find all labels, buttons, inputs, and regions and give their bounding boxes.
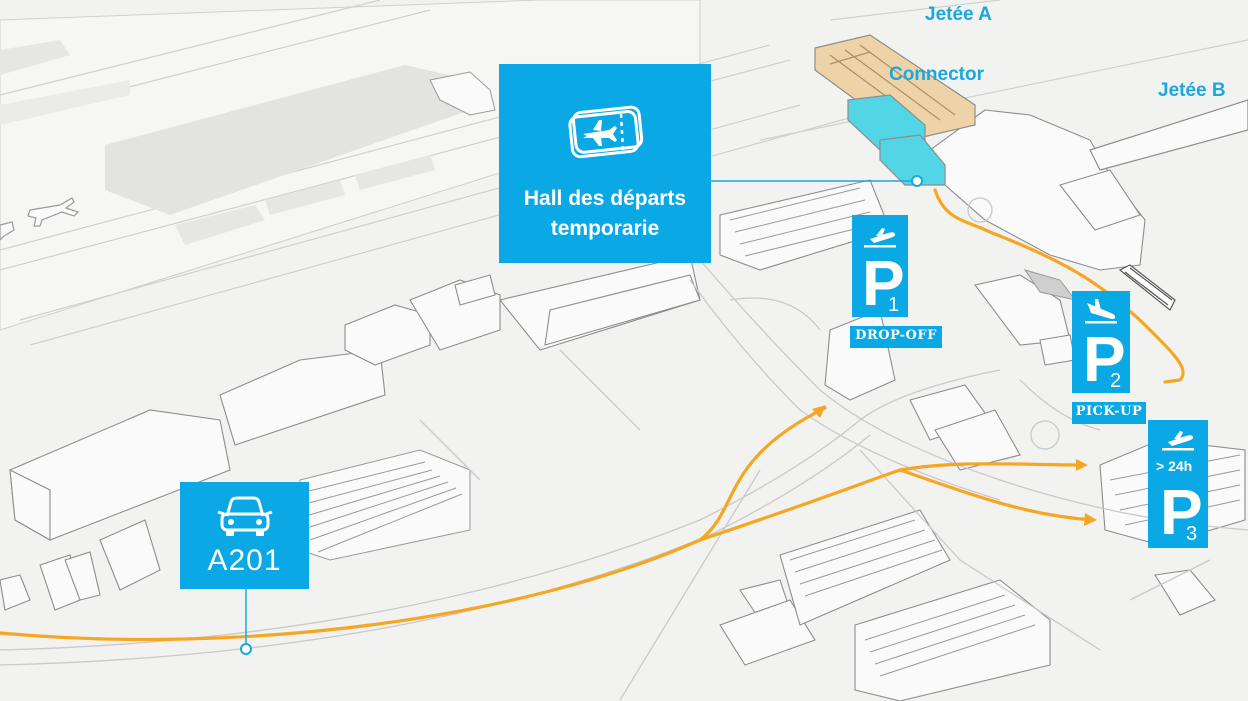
parked-plane-icon (0, 197, 80, 241)
a201-label: A201 (207, 544, 282, 577)
parking-p1-sign[interactable]: P 1 (852, 215, 908, 317)
parking-p3-letter: P (1160, 476, 1203, 548)
parking-p3-sign[interactable]: > 24h P 3 (1148, 420, 1208, 548)
boarding-pass-plane-icon (568, 105, 644, 159)
parking-p3-number: 3 (1186, 523, 1198, 545)
plane-landing-icon (1085, 299, 1117, 324)
jetee-b-label: Jetée B (1158, 80, 1226, 101)
drop-off-tag: DROP-OFF (850, 326, 942, 348)
parking-p2-letter: P (1083, 323, 1126, 395)
plane-takeoff-icon (864, 228, 896, 248)
parking-p1-number: 1 (888, 294, 900, 316)
jetee-a-label: Jetée A (925, 4, 992, 25)
parking-p2-number: 2 (1110, 370, 1122, 392)
parking-p3-duration: > 24h (1156, 458, 1193, 474)
connector-label: Connector (889, 64, 984, 85)
pick-up-tag: PICK-UP (1072, 402, 1146, 424)
departures-hall-callout[interactable]: Hall des départs temporarie (499, 64, 711, 263)
parking-p1-letter: P (862, 247, 905, 319)
plane-takeoff-icon (1162, 431, 1194, 451)
hall-title-line2: temporarie (550, 217, 660, 240)
parking-p2-sign[interactable]: P 2 (1072, 291, 1130, 393)
a201-callout[interactable]: A201 (180, 482, 309, 589)
hall-title-line1: Hall des départs (523, 187, 687, 210)
car-icon (217, 496, 273, 536)
